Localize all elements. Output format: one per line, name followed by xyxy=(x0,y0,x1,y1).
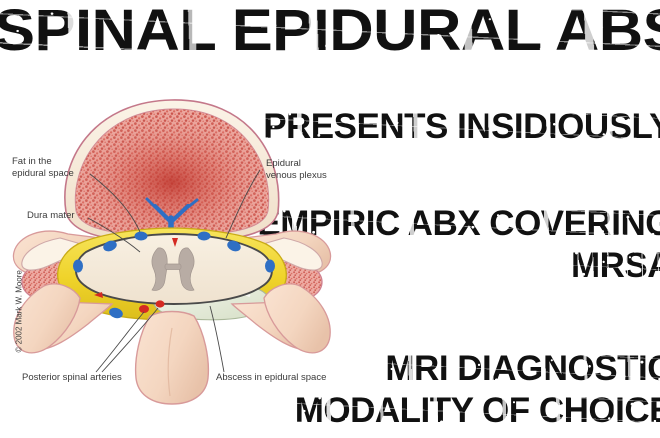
spinal-cord-grey-matter xyxy=(151,247,195,291)
teaching-point-antibiotics-line-2: MRSA xyxy=(568,243,660,289)
leader-lines xyxy=(87,169,261,373)
teaching-point-antibiotics: EMPIRIC ABX COVERING MRSA xyxy=(178,201,660,289)
teaching-point-insidious: PRESENTS INSIDIOUSLY xyxy=(198,104,660,150)
page-title: SPINAL EPIDURAL ABSCESS xyxy=(0,0,660,62)
posterior-spinal-arteries xyxy=(94,238,178,313)
label-epidural-fat: Fat in the epidural space xyxy=(12,156,74,179)
teaching-point-imaging-line-2: MODALITY OF CHOICE xyxy=(292,388,660,434)
label-posterior-spinal-arteries: Posterior spinal arteries xyxy=(22,372,122,383)
label-epidural-fat-line-1: Fat in the xyxy=(12,156,52,167)
inferior-articular-processes xyxy=(13,283,331,354)
spinous-process xyxy=(134,310,210,405)
dural-sac xyxy=(75,233,273,305)
teaching-point-insidious-line-1: PRESENTS INSIDIOUSLY xyxy=(261,104,660,150)
teaching-point-antibiotics-line-1: EMPIRIC ABX COVERING xyxy=(255,201,660,247)
label-dura-mater: Dura mater xyxy=(27,210,75,221)
teaching-point-imaging-line-1: MRI DIAGNOSTIC xyxy=(383,346,660,392)
label-epidural-fat-line-2: epidural space xyxy=(12,167,74,179)
label-venous-plexus-line-2: venous plexus xyxy=(266,169,327,181)
articular-processes xyxy=(21,237,323,271)
label-abscess-in-epidural-space: Abscess in epidural space xyxy=(216,372,327,383)
teaching-point-imaging: MRI DIAGNOSTIC MODALITY OF CHOICE xyxy=(178,346,660,434)
copyright-notice: © 2002 Mark W. Moore xyxy=(14,270,24,353)
vertebral-body xyxy=(64,99,280,243)
label-epidural-venous-plexus: Epidural venous plexus xyxy=(266,158,327,181)
label-venous-plexus-line-1: Epidural xyxy=(266,158,301,169)
page-title-text: SPINAL EPIDURAL ABSCESS xyxy=(0,0,660,62)
vertebra-cross-section-illustration xyxy=(8,66,338,406)
